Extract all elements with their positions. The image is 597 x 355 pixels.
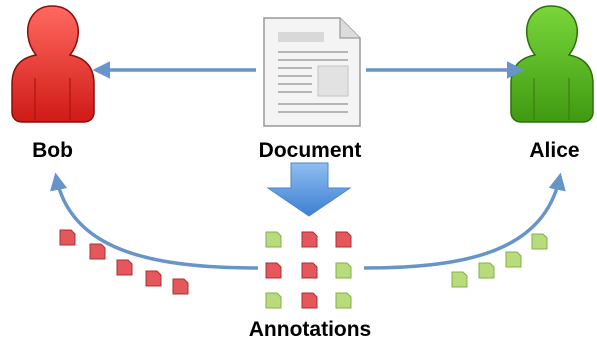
annotation-trail-to-alice — [451, 233, 548, 288]
document-label: Document — [258, 139, 362, 162]
annotation-note-red — [145, 270, 162, 287]
alice-label: Alice — [529, 139, 580, 162]
annotation-note-red — [301, 231, 318, 248]
annotation-note-red — [172, 278, 189, 295]
annotation-note-red — [301, 292, 318, 309]
annotation-note-red — [116, 259, 133, 276]
annotation-note-green — [531, 233, 548, 250]
bob-label: Bob — [32, 139, 73, 162]
annotation-note-green — [505, 251, 522, 268]
annotation-note-green — [335, 292, 352, 309]
curve-arrow-to-alice — [363, 172, 566, 270]
annotation-note-green — [265, 231, 282, 248]
annotation-note-green — [478, 262, 495, 279]
curve-arrow-to-bob — [50, 172, 259, 270]
annotation-note-green — [451, 271, 468, 288]
annotation-note-red — [301, 262, 318, 279]
annotation-note-red — [265, 262, 282, 279]
down-arrow — [266, 162, 352, 217]
annotation-grid — [265, 231, 352, 309]
bob-person-icon — [11, 5, 95, 123]
annotation-note-green — [335, 262, 352, 279]
annotations-label: Annotations — [248, 318, 372, 341]
alice-person-icon — [510, 5, 594, 123]
annotation-note-red — [89, 243, 106, 260]
annotation-note-red — [335, 231, 352, 248]
annotation-trail-to-bob — [59, 229, 189, 295]
document-icon — [263, 17, 361, 127]
annotation-note-green — [265, 292, 282, 309]
annotation-note-red — [59, 229, 76, 246]
